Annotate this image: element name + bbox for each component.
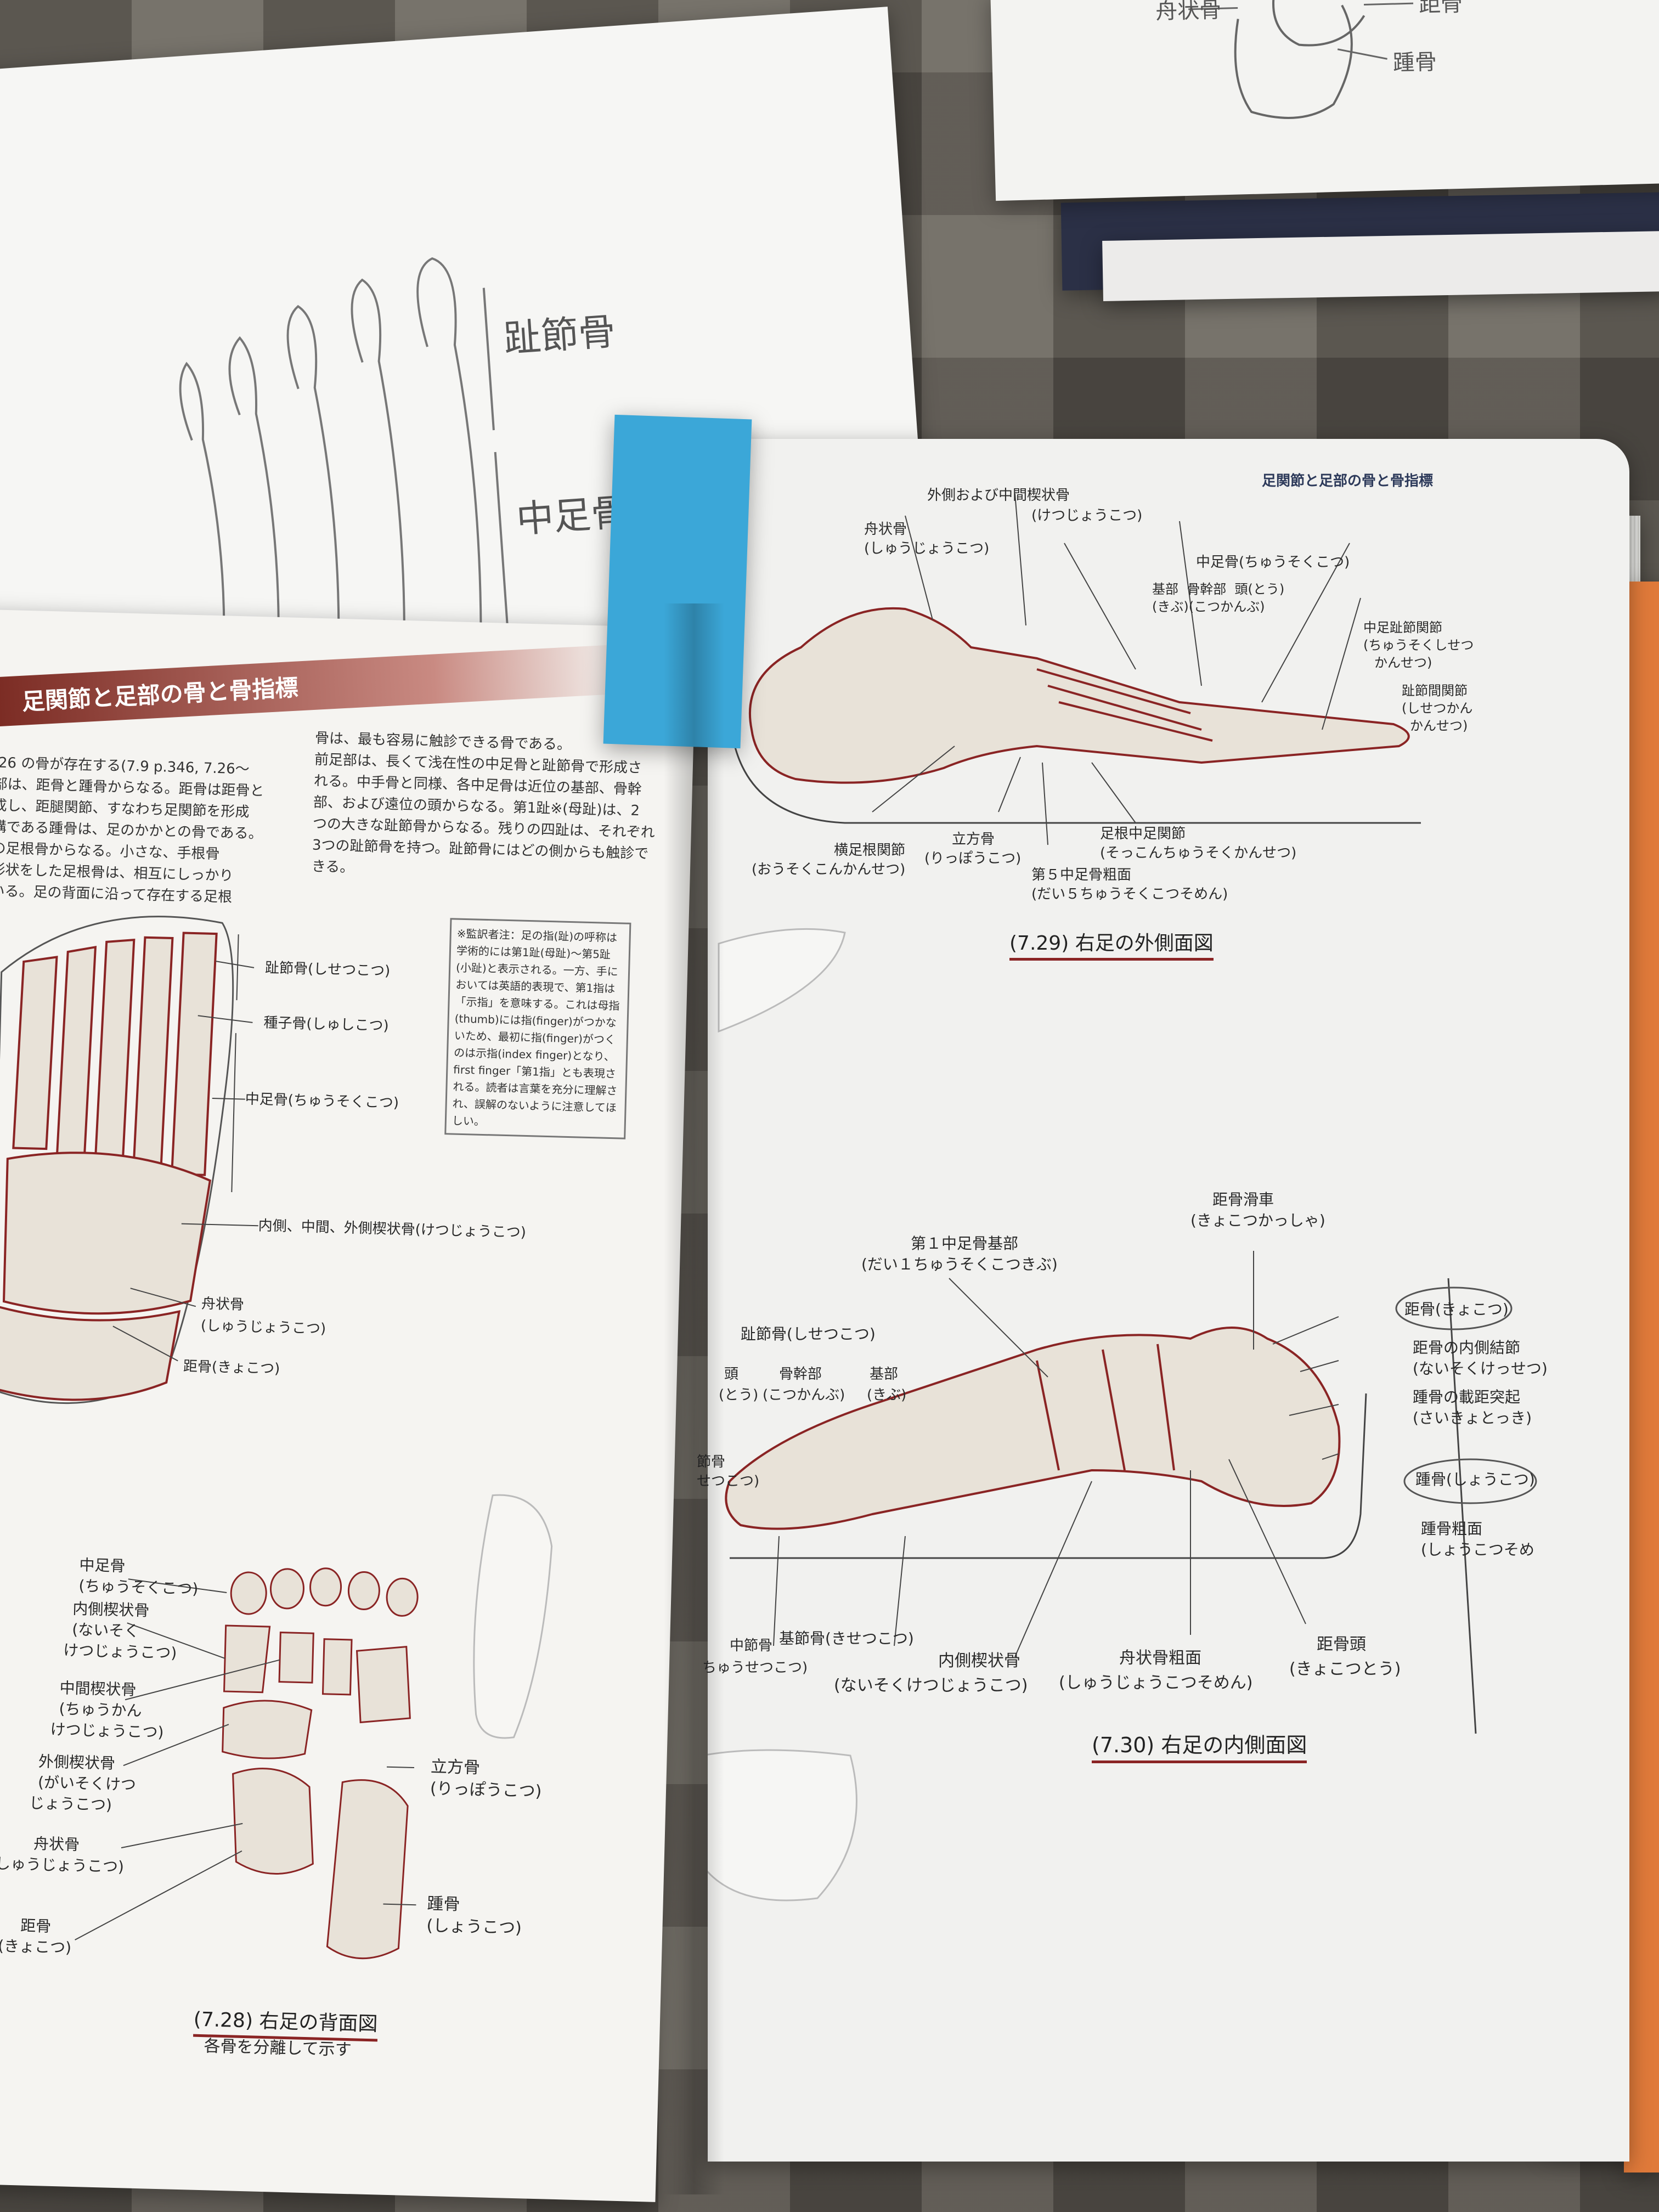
sketch-label-1: 舟状骨 [1155, 0, 1222, 25]
hand-sketch-sheet: 趾節骨 中足骨 [0, 7, 932, 701]
exp-metatarsal-kana: (ちゅうそくこつ) [78, 1576, 199, 1598]
dorsal-navicular-kana: (しゅうじょうこつ) [200, 1317, 326, 1338]
exp-intermediate-cuneiform-label: 中間楔状骨 [59, 1679, 137, 1699]
orange-sticky-tab [1624, 582, 1659, 2172]
med-navicular-tuberosity-kana: (しゅうじょうこつそめん) [1059, 1673, 1253, 1692]
lat-cuboid-kana: (りっぽうこつ) [924, 850, 1022, 867]
med-talar-head-kana: (きょこつとう) [1289, 1660, 1401, 1679]
medial-caption: (7.30) 右足の内側面図 [1092, 1728, 1307, 1763]
lat-tmt-label: 足根中足関節 [1100, 826, 1186, 842]
lat-metatarsal-label: 中足骨(ちゅうそくこつ) [1196, 554, 1350, 571]
dorsal-phalanges-label: 趾節骨(しせつこつ) [264, 960, 391, 980]
exp-medial-cuneiform-kana2: けつじょうこつ) [63, 1641, 177, 1662]
lateral-caption: (7.29) 右足の外側面図 [1009, 927, 1214, 961]
lat-fifth-tuberosity-label: 第５中足骨粗面 [1031, 867, 1132, 883]
med-proximal-phalanx-label: 基節骨(きせつこつ) [779, 1629, 914, 1647]
left-page: は 26 の骨が存在する(7.9 p.346, 7.26〜 足部は、距骨と踵骨か… [0, 609, 697, 2202]
exp-calcaneus-label: 踵骨 [427, 1894, 460, 1915]
med-calcaneal-tuberosity-kana: (しょうこつそめ [1421, 1541, 1534, 1559]
book-gutter-shadow [664, 603, 724, 2194]
heel-sketch-drawing [1188, 0, 1414, 119]
exp-lateral-cuneiform-kana2: じょうこつ) [29, 1793, 112, 1814]
med-middle-phalanx-kana: ちゅうせつこつ) [702, 1660, 808, 1676]
lat-mtp-label: 中足趾節関節 [1363, 620, 1442, 635]
exp-metatarsal-label: 中足骨 [79, 1555, 126, 1576]
lat-transverse-label: 横足根関節 [834, 842, 906, 859]
section-title: 足関節と足部の骨と骨指標 [21, 674, 299, 715]
exp-navicular-kana: (しゅうじょうこつ) [0, 1854, 125, 1876]
exp-cuboid-kana: (りっぽうこつ) [430, 1779, 542, 1802]
med-head-kana: (とう) [719, 1387, 759, 1403]
lat-fifth-tuberosity-kana: (だい５ちゅうそくこつそめん) [1031, 886, 1228, 902]
med-calcaneus-label: 踵骨(しょうこつ) [1415, 1470, 1535, 1488]
lat-cuboid-label: 立方骨 [952, 831, 995, 848]
lat-ip-kana2: かんせつ) [1410, 718, 1468, 733]
lat-transverse-kana: (おうそくこんかんせつ) [752, 861, 906, 878]
exp-navicular-label: 舟状骨 [33, 1834, 80, 1854]
med-calcaneal-tuberosity-label: 踵骨粗面 [1421, 1520, 1483, 1538]
lat-tmt-kana: (そっこんちゅうそくかんせつ) [1100, 845, 1297, 861]
med-trochlea-label: 距骨滑車 [1212, 1190, 1274, 1209]
exp-talus-label: 距骨 [20, 1916, 52, 1936]
exp-lateral-cuneiform-kana1: (がいそくけつ [37, 1773, 137, 1794]
med-middle-phalanx-label: 中節骨 [730, 1638, 773, 1654]
med-first-base-kana: (だい１ちゅうそくこつきぶ) [861, 1255, 1058, 1273]
med-base-kana: (きぶ) [867, 1387, 907, 1403]
lat-ip-kana1: (しせつかん [1402, 701, 1473, 716]
sketch-label-2: 距骨 [1418, 0, 1463, 18]
med-talus-label: 距骨(きょこつ) [1404, 1300, 1509, 1318]
dorsal-sesamoid-label: 種子骨(しゅしこつ) [263, 1014, 390, 1035]
med-talar-head-label: 距骨頭 [1317, 1635, 1366, 1654]
lateral-foot-illustration [729, 493, 1421, 845]
med-medial-tubercle-kana: (ないそくけっせつ) [1413, 1359, 1548, 1378]
lat-mtp-kana1: (ちゅうそくしせつ [1363, 637, 1474, 653]
med-navicular-tuberosity-label: 舟状骨粗面 [1119, 1649, 1201, 1668]
med-sustentaculum-label: 踵骨の載距突起 [1413, 1388, 1521, 1406]
med-shaft-kana: (こつかんぶ) [763, 1387, 845, 1403]
med-sustentaculum-kana: (さいきょとっき) [1413, 1409, 1532, 1427]
medial-foot-illustration [725, 1251, 1537, 1734]
foot-thumbnails [708, 928, 857, 1901]
med-shaft-label: 骨幹部 [779, 1366, 822, 1383]
med-first-base-label: 第１中足骨基部 [911, 1234, 1019, 1252]
exp-cuboid-label: 立方骨 [430, 1757, 481, 1778]
med-distal-phalanx-label: 節骨 [697, 1454, 725, 1471]
med-medial-cuneiform-kana: (ないそくけつじょうこつ) [834, 1676, 1028, 1695]
med-base-label: 基部 [870, 1366, 899, 1383]
lat-cuneiform-label: 外側および中間楔状骨 [927, 487, 1070, 504]
exp-medial-cuneiform-kana1: (ないそく [71, 1620, 140, 1640]
dorsal-talus-label: 距骨(きょこつ) [183, 1358, 280, 1378]
exp-calcaneus-kana: (しょうこつ) [426, 1916, 522, 1938]
exp-intermediate-cuneiform-kana2: けつじょうこつ) [50, 1720, 164, 1742]
paper-stack [1102, 231, 1659, 301]
top-right-sketch-sheet: 舟状骨 距骨 踵骨 [990, 0, 1659, 201]
dorsal-caption: (7.28) 右足の背面図 [193, 2003, 379, 2042]
right-page: 足関節と足部の骨と骨指標 外側および中間楔状骨 (けつじょうこつ) 舟状骨 (し… [697, 439, 1629, 2162]
med-distal-phalanx-kana: せつこつ) [697, 1473, 760, 1489]
exp-talus-kana: (きょこつ) [0, 1937, 72, 1957]
lat-navicular-label: 舟状骨 [864, 521, 907, 538]
med-medial-tubercle-label: 距骨の内側結節 [1413, 1339, 1521, 1357]
med-phalanges-label: 趾節骨(しせつこつ) [741, 1325, 876, 1343]
med-trochlea-kana: (きょこつかっしゃ) [1190, 1211, 1325, 1229]
sketch-label-3: 踵骨 [1392, 49, 1437, 76]
med-head-label: 頭 [724, 1366, 739, 1383]
running-head: 足関節と足部の骨と骨指標 [1262, 473, 1434, 489]
lat-parts-label: 基部 骨幹部 頭(とう) [1152, 582, 1285, 597]
lat-navicular-kana: (しゅうじょうこつ) [864, 540, 990, 557]
toes-sketch-drawing [179, 257, 510, 658]
med-medial-cuneiform-label: 内側楔状骨 [938, 1651, 1020, 1671]
lat-parts-kana: (きぶ)(こつかんぶ) [1152, 599, 1265, 614]
exp-intermediate-cuneiform-kana1: (ちゅうかん [59, 1700, 142, 1720]
lat-ip-label: 趾節間関節 [1402, 683, 1468, 698]
dorsal-caption-sub: 各骨を分離して示す [204, 2036, 352, 2060]
exp-medial-cuneiform-label: 内側楔状骨 [72, 1599, 150, 1620]
exp-lateral-cuneiform-label: 外側楔状骨 [38, 1752, 116, 1773]
dorsal-navicular-label: 舟状骨 [201, 1295, 245, 1313]
lat-cuneiform-kana: (けつじょうこつ) [1031, 507, 1143, 524]
lat-mtp-kana2: かんせつ) [1374, 655, 1432, 670]
sketch-label-phalanges: 趾節骨 [502, 310, 617, 362]
dorsal-foot-illustration [0, 916, 553, 1960]
